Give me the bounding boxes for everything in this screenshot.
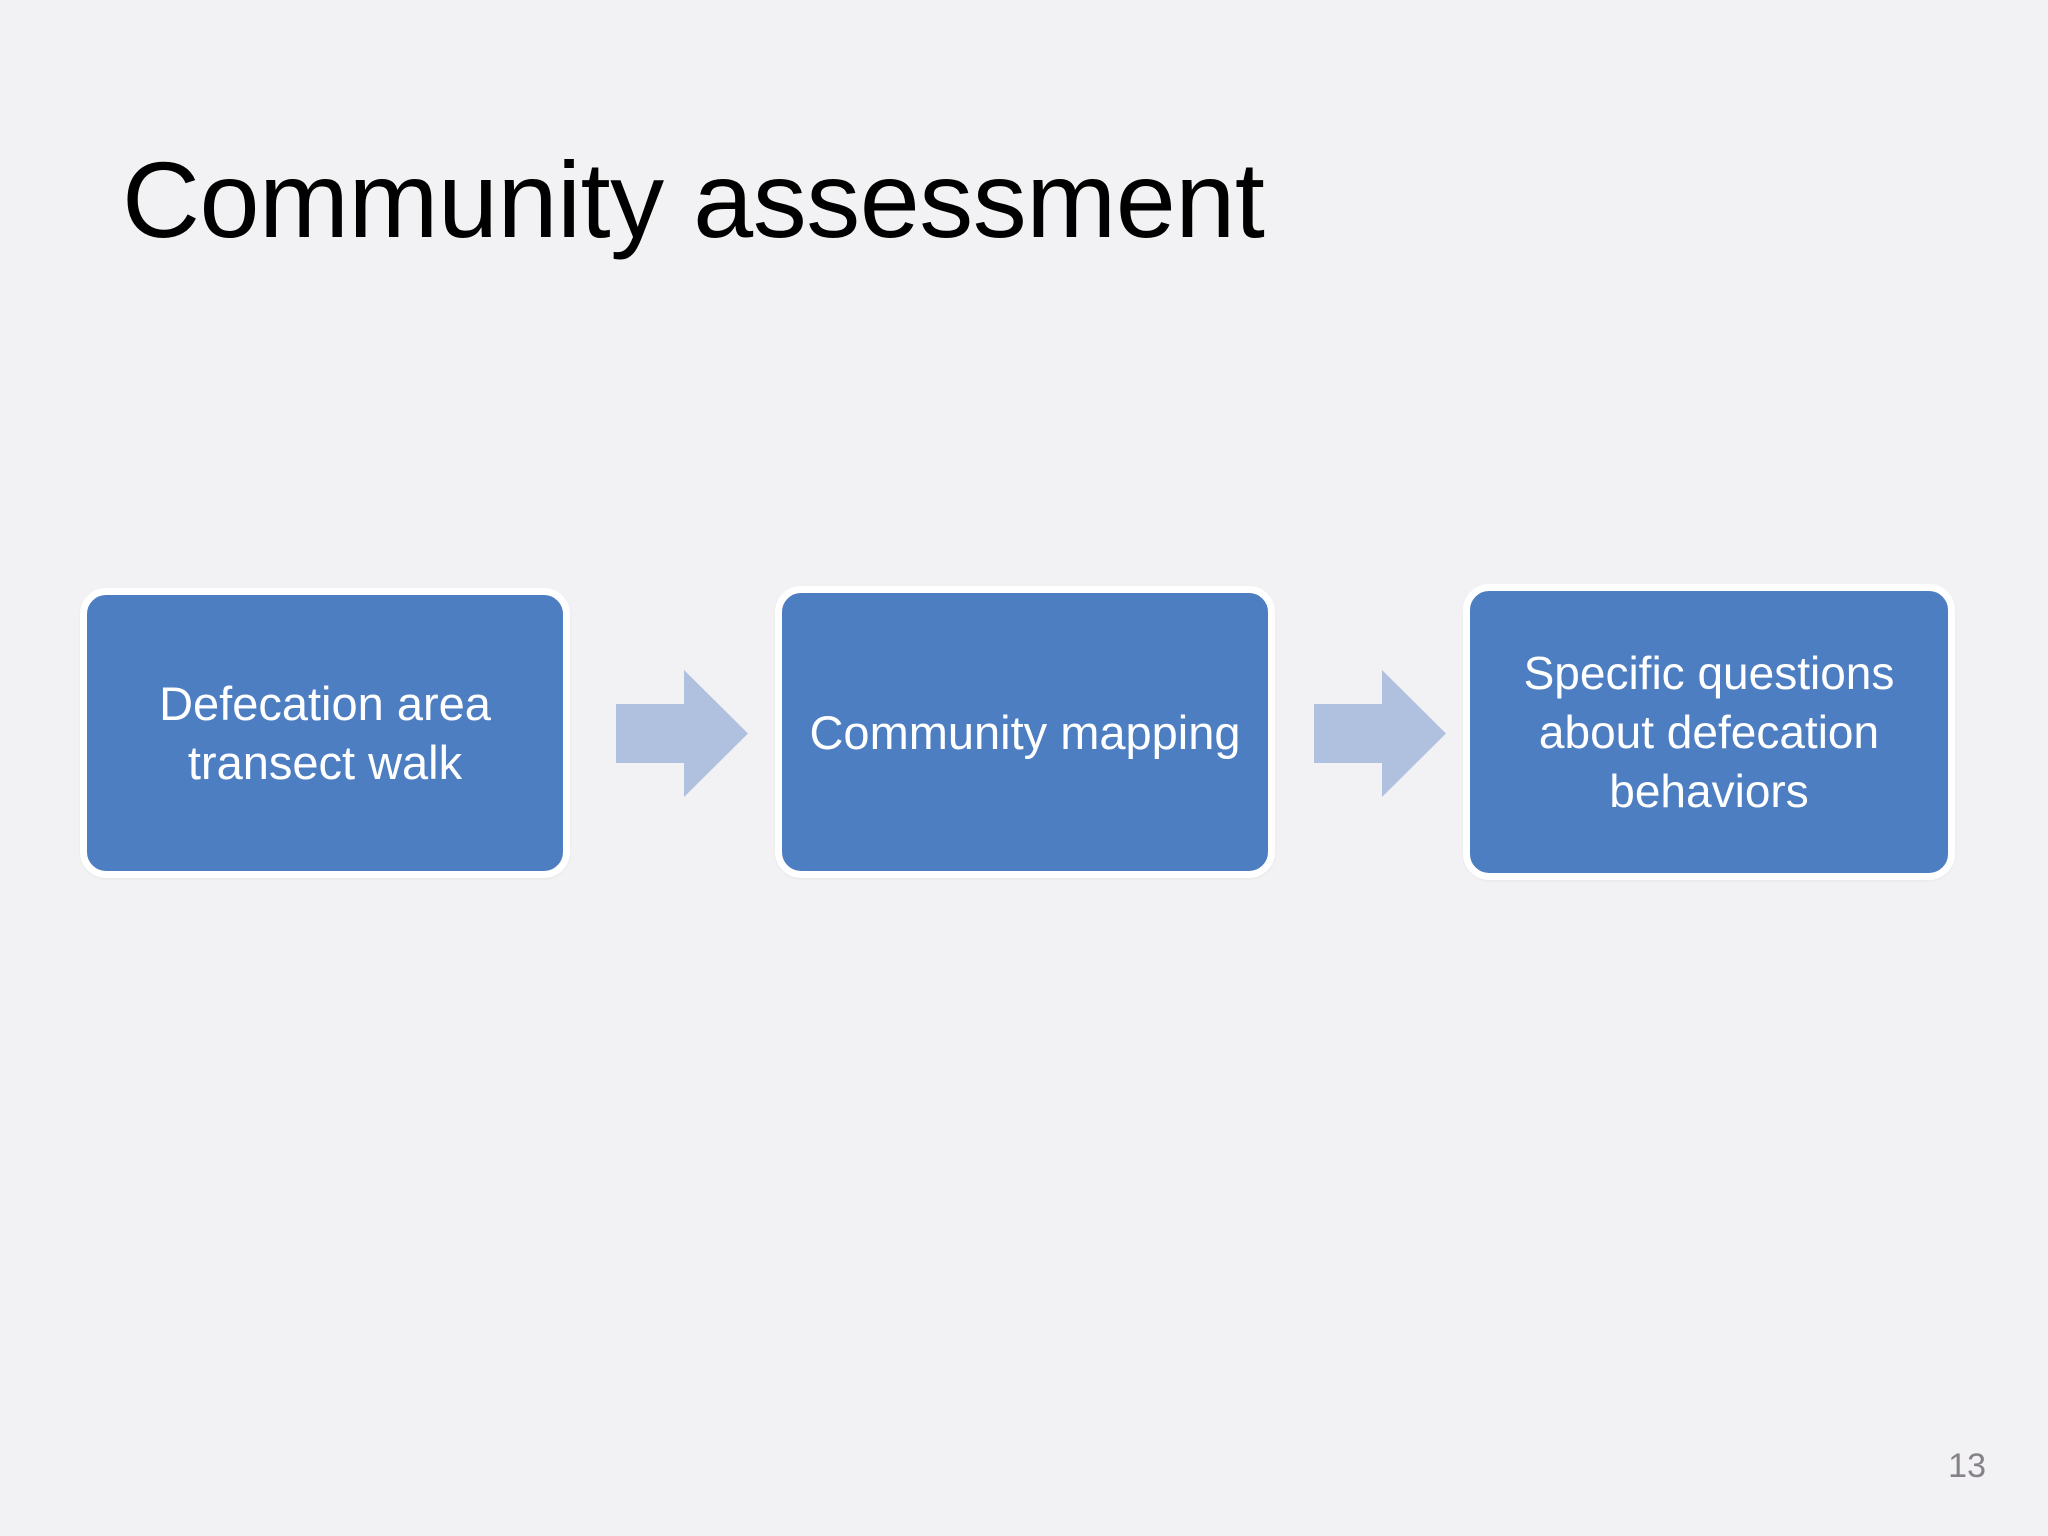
flow-step-3-label: Specific questions about defecation beha… xyxy=(1523,646,1895,817)
slide-page-number: 13 xyxy=(1948,1447,1986,1485)
flow-step-2[interactable]: Community mapping xyxy=(775,586,1275,878)
flow-step-1-label: Defecation area transect walk xyxy=(159,677,491,789)
flow-step-3[interactable]: Specific questions about defecation beha… xyxy=(1463,584,1955,880)
process-flow-diagram: Defecation area transect walk Community … xyxy=(0,578,2048,888)
page-title: Community assessment xyxy=(122,139,1265,261)
right-arrow-icon xyxy=(1310,666,1450,801)
right-arrow-icon xyxy=(612,666,752,801)
flow-step-1[interactable]: Defecation area transect walk xyxy=(80,588,570,878)
flow-step-2-label: Community mapping xyxy=(809,705,1241,759)
